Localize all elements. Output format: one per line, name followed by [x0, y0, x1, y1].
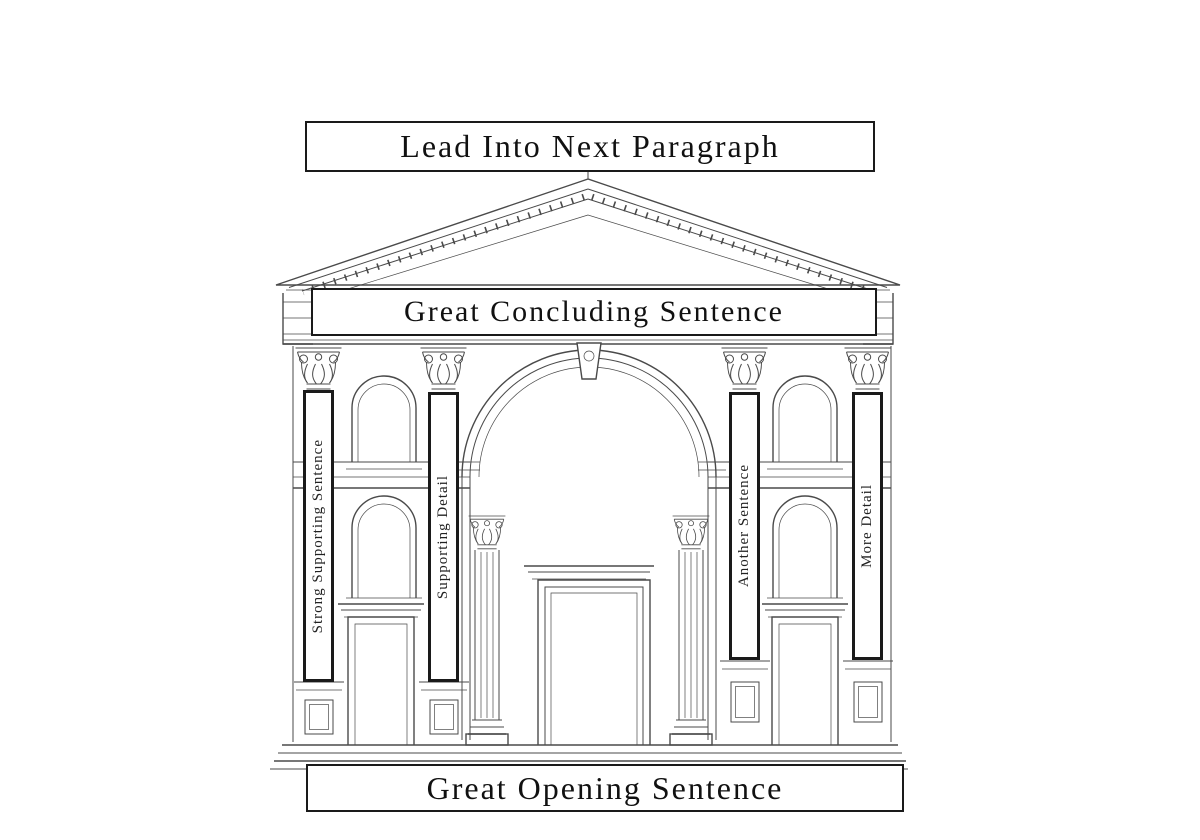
pediment-line-2: [288, 188, 888, 288]
pillar-label-text: More Detail: [859, 484, 875, 568]
side-door-right: [771, 616, 839, 745]
opening-label-text: Great Opening Sentence: [426, 769, 784, 806]
upper-niche-left: [351, 375, 417, 462]
arch-piers: [461, 477, 717, 740]
lead-label-text: Lead Into Next Paragraph: [400, 128, 780, 164]
pediment-outer: [275, 178, 901, 286]
pillar-more-detail: More Detail: [852, 392, 883, 660]
pillar-another-sentence: Another Sentence: [729, 392, 760, 660]
pillar-label-text: Supporting Detail: [435, 474, 451, 600]
concluding-label-text: Great Concluding Sentence: [404, 295, 784, 328]
pediment-dentils-right: [590, 193, 875, 296]
pediment-line-3: [301, 198, 875, 292]
lead-into-next-paragraph-label: Lead Into Next Paragraph: [305, 121, 875, 172]
facade-edges: [292, 346, 892, 742]
great-concluding-sentence-label: Great Concluding Sentence: [311, 288, 877, 336]
entablature-return-left: [282, 293, 313, 345]
lower-niche-left: [351, 495, 417, 598]
great-opening-sentence-label: Great Opening Sentence: [306, 764, 904, 812]
facade-lines: [270, 170, 908, 770]
pillar-supporting-detail: Supporting Detail: [428, 392, 459, 682]
tympanum: [324, 214, 852, 297]
pediment-dentils-left: [301, 193, 586, 296]
pillar-label-text: Strong Supporting Sentence: [310, 438, 326, 634]
pillar-strong-supporting-sentence: Strong Supporting Sentence: [303, 390, 334, 682]
column-right-shaft: [678, 550, 704, 720]
lower-niche-right: [772, 495, 838, 598]
pillar-label-text: Another Sentence: [736, 464, 752, 588]
side-door-left: [347, 616, 415, 745]
upper-niche-right: [772, 375, 838, 462]
central-door: [537, 579, 651, 745]
column-left-shaft: [474, 550, 500, 720]
